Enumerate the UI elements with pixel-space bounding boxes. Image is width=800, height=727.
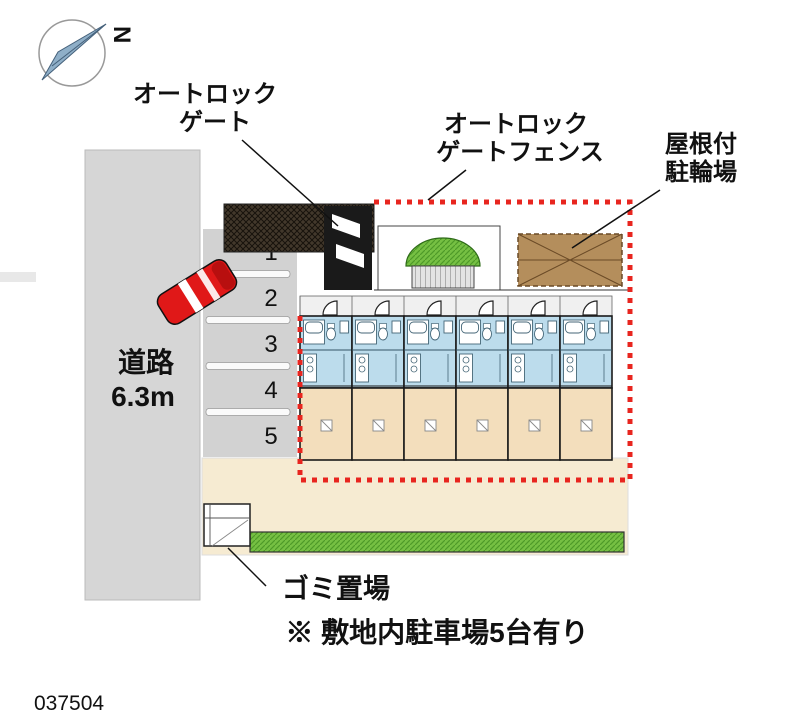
label-bike-shed-2: 駐輪場: [665, 158, 737, 186]
apartment-unit: [351, 296, 405, 461]
label-gate-fence-2: ゲートフェンス: [436, 139, 604, 166]
parking-stall-number: 5: [264, 423, 277, 450]
plan-number: 037504: [34, 692, 104, 715]
stall-divider: [205, 362, 291, 370]
leader-bike: [571, 189, 661, 249]
apartment-unit: [299, 296, 353, 461]
label-road: 道路: [118, 346, 175, 378]
compass: N: [38, 19, 135, 87]
stall-divider: [205, 316, 291, 324]
leader-gate: [241, 139, 339, 227]
label-garbage: ゴミ置場: [282, 573, 390, 604]
leader-fence: [427, 169, 467, 201]
road-surface: [84, 149, 201, 601]
apartment-unit: [559, 296, 613, 461]
parking-stalls: 12345: [205, 239, 291, 450]
entrance-canopy: [377, 225, 501, 291]
apartment-building: [299, 296, 613, 461]
stall-divider: [205, 408, 291, 416]
bicycle-parking: [517, 233, 623, 287]
north-letter: N: [108, 26, 135, 43]
label-gate-fence-1: オートロック: [444, 111, 588, 138]
label-note: ※ 敷地内駐車場5台有り: [285, 616, 588, 648]
apartment-unit: [403, 296, 457, 461]
parked-car: [156, 259, 238, 325]
apartment-unit: [455, 296, 509, 461]
label-bike-shed-1: 屋根付: [665, 130, 737, 158]
parking-stall-number: 3: [264, 331, 277, 358]
parking-stall-number: 2: [264, 285, 277, 312]
label-autolock-gate-1: オートロック: [133, 81, 277, 108]
label-road-width: 6.3m: [111, 381, 175, 412]
garbage-area: [203, 503, 251, 547]
leader-garbage: [227, 547, 267, 587]
apartment-unit: [507, 296, 561, 461]
parking-stall-number: 4: [264, 377, 277, 404]
hedge: [249, 531, 625, 553]
label-autolock-gate-2: ゲート: [179, 109, 251, 136]
